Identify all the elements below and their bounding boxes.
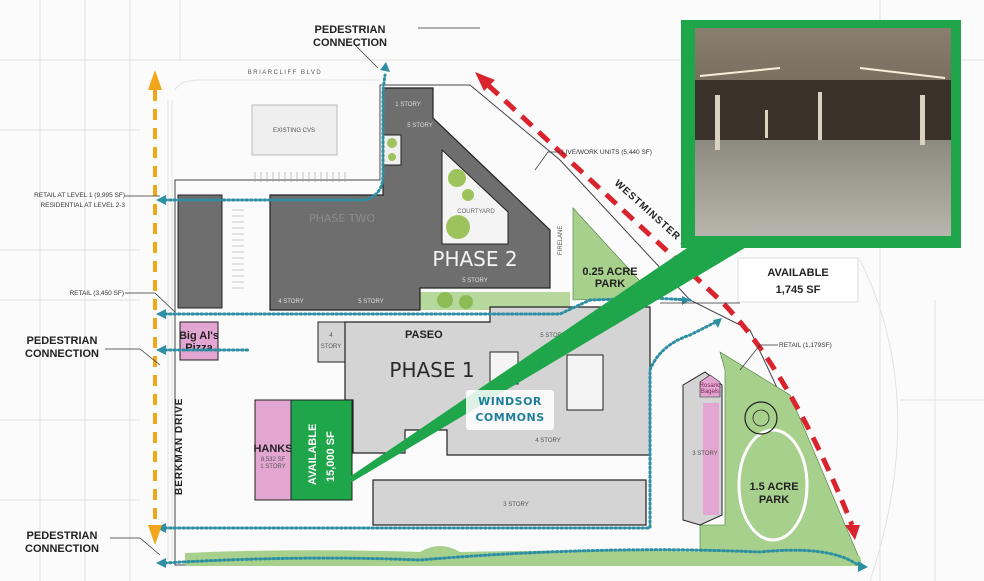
small-park-label: 0.25 ACRE [582, 266, 637, 278]
briarcliff-blvd-label: BRIARCLIFF BLVD [248, 70, 322, 76]
story-label: 4 [329, 333, 333, 339]
paseo-label: PASEO [405, 329, 443, 341]
hanks-size: 8,532 SF [261, 457, 286, 463]
courtyard-label: COURTYARD [457, 209, 495, 215]
plaza-inner-circle [752, 409, 770, 427]
retail-1179-callout: RETAIL (1,179SF) [779, 342, 832, 349]
tree-icon [459, 295, 473, 309]
pedestrian-paths [156, 62, 868, 572]
story-label: 5 STORY [358, 299, 383, 305]
retail-residential-building [177, 194, 223, 309]
available-1745-sf-callout[interactable]: AVAILABLE 1,745 SF [737, 257, 859, 303]
interior-photo [681, 20, 961, 248]
available-label: AVAILABLE [307, 424, 319, 485]
large-park-label-2: PARK [759, 494, 789, 506]
hanks-tenant: HANKS 8,532 SF 1 STORY [253, 399, 293, 501]
callout-leaders [105, 27, 778, 556]
live-work-callout: LIVE/WORK UNITS (5,440 SF) [562, 149, 652, 156]
rosario-label: Rosario [700, 383, 721, 389]
east-building: Rosario Bagels 3 STORY [682, 371, 723, 526]
windsor-commons-logo: WINDSOR COMMONS [466, 390, 554, 430]
existing-cvs-building: EXISTING CVS [251, 104, 338, 156]
pedestrian-connection-top: PEDESTRIAN [315, 24, 386, 36]
fire-lane-label: FIRELANE [558, 226, 564, 255]
story-label: 5 STORY [540, 333, 565, 339]
phase-two-label: PHASE TWO [309, 212, 375, 225]
story-label: 5 STORY [407, 123, 432, 129]
large-park [737, 428, 809, 542]
available-15000-sf-space[interactable]: AVAILABLE 15,000 SF [290, 399, 353, 501]
big-als-label: Big Al's [179, 330, 219, 342]
hanks-stories: 1 STORY [260, 464, 285, 470]
phase-2-building: 1 STORY 5 STORY COURTYARD PHASE TWO PHAS… [269, 87, 551, 311]
tree-icon [437, 292, 453, 308]
story-label: 5 STORY [462, 278, 487, 284]
pedestrian-connection-mid: PEDESTRIAN [27, 335, 98, 347]
phase-2-label: PHASE 2 [432, 247, 517, 271]
residential-callout: RESIDENTIAL AT LEVEL 2-3 [40, 202, 125, 209]
available-small-label: AVAILABLE [767, 267, 828, 279]
logo-line-1: WINDSOR [478, 395, 542, 408]
story-label: 3 STORY [503, 502, 528, 508]
pedestrian-connection-bottom-2: CONNECTION [25, 543, 99, 555]
story-label: STORY [321, 344, 341, 350]
story-label: 1 STORY [395, 102, 420, 108]
green-buffer [185, 546, 862, 566]
plaza-circle [744, 401, 778, 435]
photo-pointer-wedge [345, 246, 748, 482]
available-small-size: 1,745 SF [776, 284, 821, 296]
big-als-label-2: Pizza [185, 342, 213, 354]
big-als-pizza-tenant: Big Al's Pizza [179, 321, 219, 361]
rosario-label-2: Bagels [701, 389, 719, 395]
pedestrian-connection-mid-2: CONNECTION [25, 348, 99, 360]
story-label: 3 STORY [692, 451, 717, 457]
berkman-drive-route-arrow [148, 70, 162, 545]
pedestrian-connection-bottom: PEDESTRIAN [27, 530, 98, 542]
available-size: 15,000 SF [325, 431, 337, 482]
large-park-label: 1.5 ACRE [749, 481, 798, 493]
cvs-label: EXISTING CVS [273, 128, 315, 134]
pedestrian-connection-top-2: CONNECTION [313, 37, 387, 49]
retail-level1-callout: RETAIL AT LEVEL 1 (9,995 SF) [34, 192, 125, 199]
logo-line-2: COMMONS [475, 411, 544, 424]
retail-3450-callout: RETAIL (3,450 SF) [69, 290, 124, 297]
berkman-drive-label: BERKMAN DRIVE [174, 398, 185, 495]
story-label: 4 STORY [535, 438, 560, 444]
hanks-label: HANKS [253, 443, 292, 455]
westminster-drive-route-arrow [475, 72, 860, 540]
small-park-label-2: PARK [595, 278, 625, 290]
parking-stalls [232, 172, 346, 289]
story-label: 4 STORY [278, 299, 303, 305]
phase-1-label: PHASE 1 [389, 358, 474, 382]
